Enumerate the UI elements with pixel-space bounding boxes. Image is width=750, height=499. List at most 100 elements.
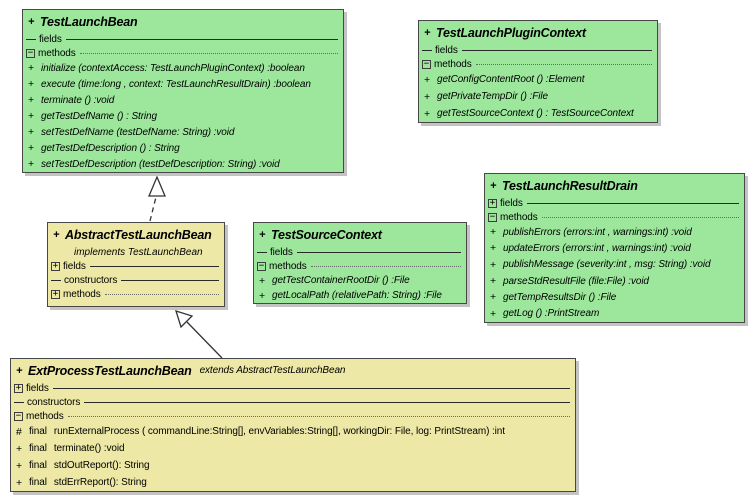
section-divider-line xyxy=(121,279,219,281)
method-row[interactable]: +getLocalPath (relativePath: String) :Fi… xyxy=(254,288,466,303)
generalization-arrowhead-icon xyxy=(175,310,194,329)
visibility-marker: + xyxy=(16,364,23,377)
method-row[interactable]: + execute (time:long , context: TestLaunc… xyxy=(23,76,343,92)
visibility-marker: + xyxy=(53,228,60,241)
section-constructors: constructors xyxy=(11,395,575,409)
method-row[interactable]: +initialize (contextAccess: TestLaunchPl… xyxy=(23,60,343,76)
dash-icon xyxy=(26,38,36,40)
section-divider-line xyxy=(84,401,570,403)
section-fields: fields xyxy=(254,245,466,259)
collapse-icon[interactable]: − xyxy=(14,410,23,421)
section-fields: +fields xyxy=(11,381,575,395)
method-signature: execute (time:long , context: TestLaunch… xyxy=(41,78,311,90)
method-signature: publishErrors (errors:int , warnings:int… xyxy=(503,226,692,238)
visibility-marker: + xyxy=(490,307,497,320)
method-row[interactable]: + parseStdResultFile (file:File) :void xyxy=(485,273,744,289)
collapse-icon[interactable]: − xyxy=(26,47,35,58)
method-signature: setTestDefDescription (testDefDescriptio… xyxy=(41,158,280,170)
collapse-icon[interactable]: − xyxy=(488,211,497,222)
expand-icon[interactable]: + xyxy=(488,197,497,208)
method-row[interactable]: +publishErrors (errors:int , warnings:in… xyxy=(485,224,744,240)
dash-icon xyxy=(51,279,61,281)
section-label: fields xyxy=(26,382,49,394)
class-box-TestLaunchResultDrain[interactable]: +TestLaunchResultDrain+fields−methods+pu… xyxy=(484,173,745,323)
visibility-marker: + xyxy=(28,15,35,28)
visibility-marker: + xyxy=(16,442,23,455)
method-signature: parseStdResultFile (file:File) :void xyxy=(503,275,649,287)
section-divider-line xyxy=(541,216,739,218)
method-signature: publishMessage (severity:int , msg: Stri… xyxy=(503,259,711,271)
dash-icon xyxy=(422,49,432,51)
method-signature: getPrivateTempDir () :File xyxy=(437,91,548,102)
section-fields: +fields xyxy=(485,196,744,210)
visibility-marker: + xyxy=(490,275,497,288)
method-row[interactable]: + getLog () :PrintStream xyxy=(485,306,744,322)
method-row[interactable]: +terminate () :void xyxy=(23,92,343,108)
section-divider-line xyxy=(89,265,219,267)
section-divider-line xyxy=(526,202,739,204)
realization-connector[interactable] xyxy=(148,175,166,222)
class-box-TestSourceContext[interactable]: + TestSourceContext fields−methods+getTest… xyxy=(253,222,467,304)
visibility-marker: + xyxy=(490,258,497,271)
section-label: methods xyxy=(500,211,538,223)
visibility-marker: + xyxy=(28,158,35,170)
method-row[interactable]: +getTestSourceContext () : TestSourceCon… xyxy=(419,105,657,122)
visibility-marker: + xyxy=(424,26,431,39)
visibility-marker: + xyxy=(28,78,35,90)
method-row[interactable]: +setTestDefName (testDefName: String) :v… xyxy=(23,124,343,140)
class-title: +TestLaunchResultDrain xyxy=(485,174,744,196)
class-name: TestSourceContext xyxy=(271,227,382,242)
section-methods: +methods xyxy=(48,287,224,301)
generalization-line[interactable] xyxy=(186,321,223,359)
realization-line[interactable] xyxy=(149,196,157,222)
method-signature: getConfigContentRoot () :Element xyxy=(437,74,585,85)
collapse-icon[interactable]: − xyxy=(422,58,431,69)
expand-icon[interactable]: + xyxy=(14,382,23,393)
visibility-marker: + xyxy=(424,73,431,86)
method-row[interactable]: +getTestContainerRootDir () :File xyxy=(254,273,466,288)
section-label: fields xyxy=(39,33,62,45)
visibility-marker: + xyxy=(490,242,497,255)
visibility-marker: + xyxy=(28,110,35,122)
dash-icon xyxy=(257,251,267,253)
section-fields: fields xyxy=(419,43,657,57)
expand-icon[interactable]: + xyxy=(51,260,60,271)
collapse-icon[interactable]: − xyxy=(257,260,266,271)
realization-arrowhead-icon xyxy=(148,175,166,197)
implements-annotation: implements TestLaunchBean xyxy=(74,246,203,258)
section-constructors: constructors xyxy=(48,273,224,287)
method-row[interactable]: +getTempResultsDir () :File xyxy=(485,289,744,305)
method-row[interactable]: + setTestDefDescription (testDefDescripti… xyxy=(23,156,343,172)
visibility-marker: + xyxy=(259,274,266,287)
method-row[interactable]: + publishMessage (severity:int , msg: Str… xyxy=(485,257,744,273)
visibility-marker: + xyxy=(28,126,35,138)
method-row[interactable]: +getTestDefDescription () : String xyxy=(23,140,343,156)
method-row[interactable]: +updateErrors (errors:int , warnings:int… xyxy=(485,240,744,256)
expand-icon[interactable]: + xyxy=(51,288,60,299)
method-row[interactable]: + getConfigContentRoot () :Element xyxy=(419,71,657,88)
class-title: +TestLaunchBean xyxy=(23,10,343,32)
dash-icon xyxy=(14,401,24,403)
section-methods: −methods xyxy=(254,259,466,273)
method-signature: getTestSourceContext () : TestSourceCont… xyxy=(437,108,634,119)
section-divider-line xyxy=(475,63,652,65)
method-row[interactable]: +getPrivateTempDir () :File xyxy=(419,88,657,105)
visibility-marker: + xyxy=(490,291,497,304)
method-signature: getLog () :PrintStream xyxy=(503,308,600,320)
method-row[interactable]: +getTestDefName () : String xyxy=(23,108,343,124)
visibility-marker: + xyxy=(490,179,497,192)
visibility-marker: # xyxy=(16,425,22,438)
method-signature: getTestDefDescription () : String xyxy=(41,142,180,154)
visibility-marker: + xyxy=(28,94,35,106)
section-label: fields xyxy=(500,197,523,209)
generalization-connector[interactable] xyxy=(175,310,223,359)
visibility-marker: + xyxy=(259,289,266,302)
